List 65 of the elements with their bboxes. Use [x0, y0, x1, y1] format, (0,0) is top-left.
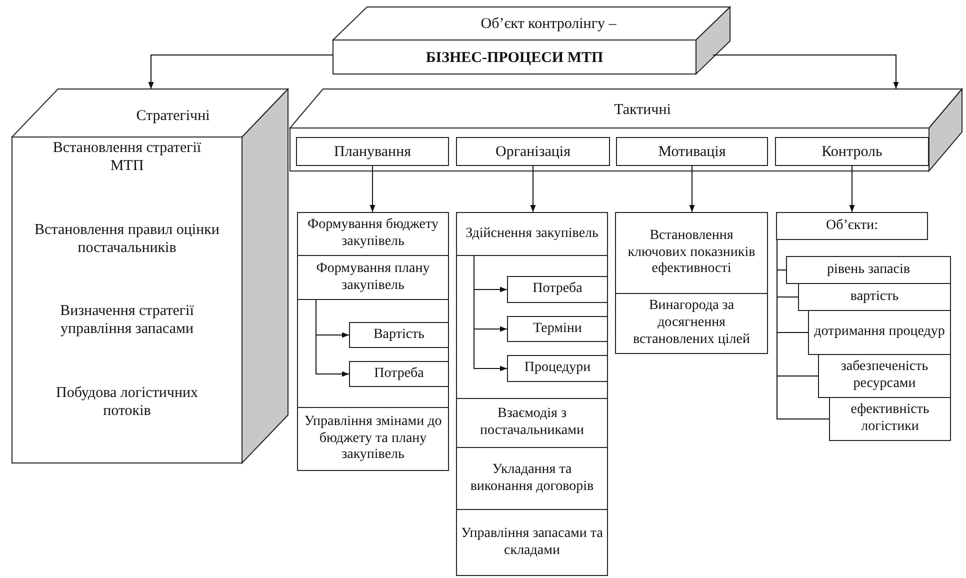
box-label: дотримання процедур: [814, 324, 945, 341]
process-box: [507, 355, 608, 382]
arrow: [712, 54, 899, 90]
box-label: Винагорода за досягнення встановлених цілей: [632, 298, 751, 349]
arrow: [474, 256, 508, 372]
process-box: [349, 322, 449, 348]
process-box: [456, 509, 608, 576]
block-item: Встановлення стратегії МТП: [52, 139, 202, 175]
process-box: [615, 212, 768, 294]
box-label: Терміни: [533, 320, 582, 338]
process-box: [456, 137, 610, 166]
block-item: Побудова логістичних потоків: [54, 384, 200, 420]
block-item: Встановлення правил оцінки постачальників: [34, 221, 220, 257]
box-label: Укладання та виконання договорів: [469, 462, 595, 496]
box-label: Формування бюджету закупівель: [306, 217, 440, 251]
box-label: Мотивація: [658, 142, 726, 160]
process-box: [776, 212, 928, 240]
box-label: Управління запасами та складами: [460, 526, 604, 560]
process-box: [775, 137, 929, 166]
arrow: [316, 300, 350, 377]
connector-line: [776, 240, 830, 420]
process-box: [507, 276, 608, 303]
box-label: Процедури: [524, 360, 591, 377]
box-label: Встановлення ключових показників ефективності: [626, 228, 756, 278]
process-box: [818, 354, 951, 398]
box-label: ефективність логістики: [850, 402, 930, 436]
process-box: [616, 137, 768, 166]
box-label: Управління змінами до бюджету та плану закупівель: [303, 414, 443, 464]
process-box: [456, 212, 608, 256]
block-heading: Стратегічні: [135, 107, 211, 125]
box-label: Контроль: [822, 142, 882, 160]
process-box: [507, 316, 608, 342]
box-label: Потреба: [532, 281, 582, 298]
process-box: [297, 212, 449, 256]
process-box: [349, 361, 449, 387]
process-box: [798, 283, 951, 311]
arrow: [370, 166, 376, 212]
process-box: [615, 293, 768, 354]
box-label: Потреба: [374, 366, 424, 382]
block-heading: Тактичні: [613, 101, 672, 119]
arrow: [148, 54, 334, 90]
box-label: Взаємодія з постачальниками: [479, 406, 585, 440]
box-label: Вартість: [373, 326, 425, 344]
process-box: [456, 447, 608, 510]
process-box: [808, 310, 951, 355]
box-label: Об’єкти:: [826, 218, 878, 234]
box-label: Організація: [495, 142, 570, 160]
box-label: рівень запасів: [827, 262, 910, 278]
box-label: Планування: [334, 142, 411, 160]
box-label: забезпеченість ресурсами: [840, 359, 930, 393]
process-box: [786, 256, 951, 284]
box-label: вартість: [850, 288, 899, 306]
arrow: [689, 166, 695, 212]
process-box: [456, 398, 608, 448]
box-label: Здійснення закупівель: [466, 226, 598, 242]
block-heading: Об’єкт контролінгу –: [480, 15, 618, 33]
process-box: [297, 255, 449, 300]
process-box: [297, 407, 449, 471]
process-box: [829, 397, 951, 441]
box-label: Формування плану закупівель: [315, 260, 431, 294]
arrow: [849, 166, 855, 212]
arrow: [530, 166, 536, 212]
process-box: [296, 137, 449, 166]
block-item: Визначення стратегії управління запасами: [59, 302, 195, 338]
block-item: БІЗНЕС-ПРОЦЕСИ МТП: [424, 49, 604, 67]
